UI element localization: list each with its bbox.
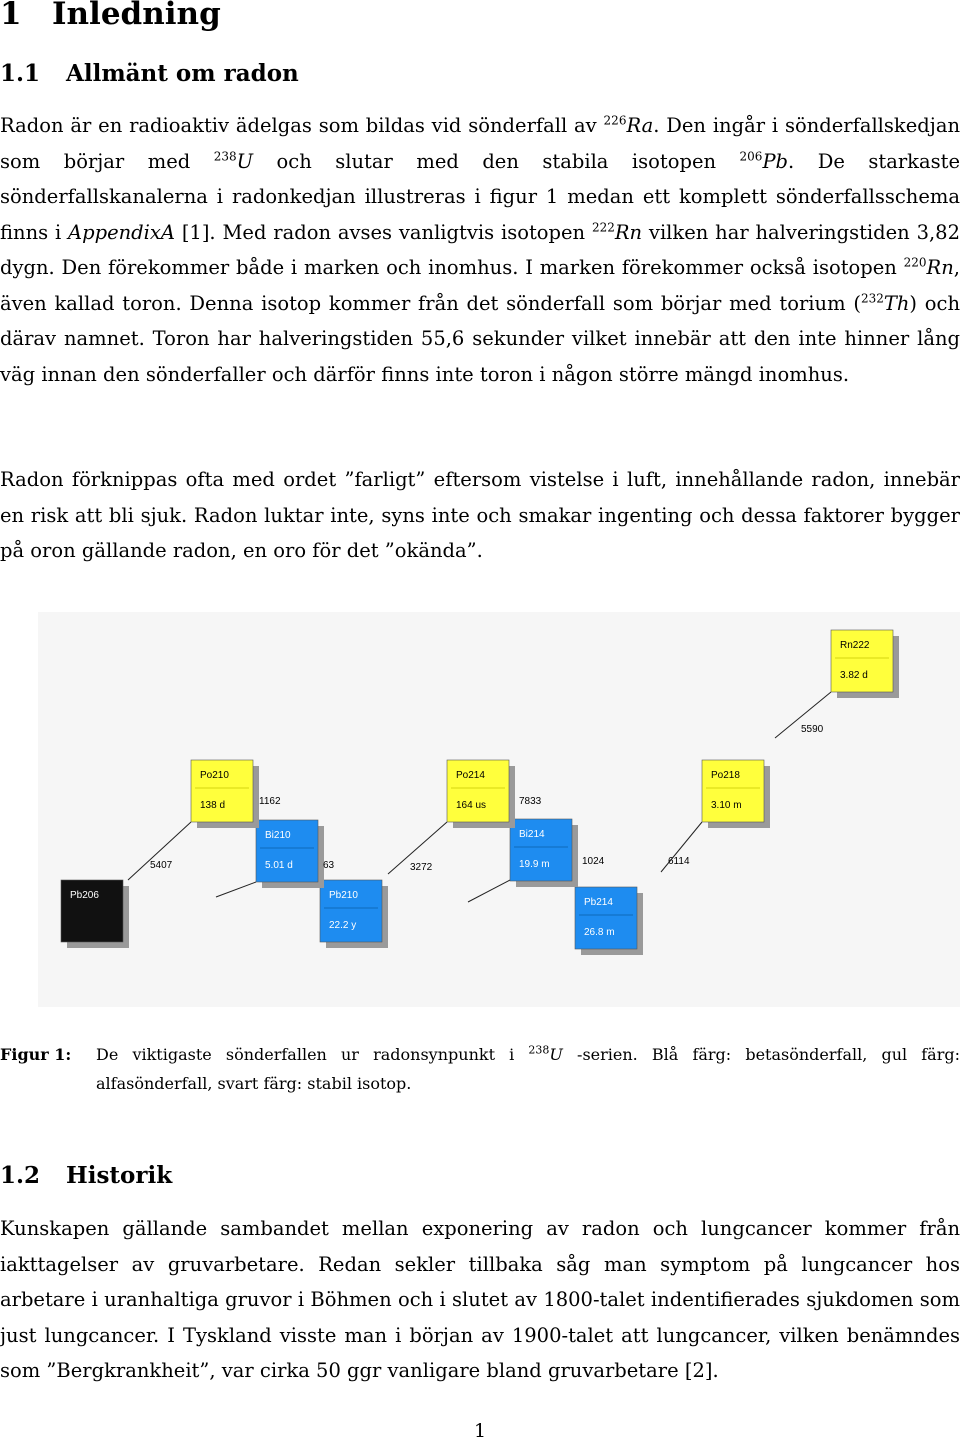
section-heading: 1 Inledning	[0, 0, 221, 32]
caption-label: Figur 1:	[0, 1045, 72, 1064]
half-life: 3.10 m	[711, 800, 742, 811]
nuclide-name: Po218	[711, 770, 740, 781]
nuclide-box	[574, 886, 638, 950]
decay-energy-label: 3272	[410, 862, 433, 873]
decay-energy-label: 6114	[668, 856, 690, 867]
page-number: 1	[473, 1420, 487, 1442]
subsection-heading-allmant: 1.1 Allmänt om radon	[0, 60, 299, 87]
text-run: ) och därav namnet. Toron har halverings…	[0, 291, 960, 386]
half-life: 164 us	[456, 800, 486, 811]
mass-number: 206	[739, 149, 763, 163]
mass-number: 238	[528, 1043, 550, 1057]
text-run: Radon är en radioaktiv ädelgas som bilda…	[0, 114, 604, 137]
nuclide-name: Bi214	[519, 829, 545, 840]
caption-text: De viktigaste sönderfallen ur radonsynpu…	[96, 1040, 960, 1098]
nuclide-pb214: Pb214 26.8 m	[574, 886, 643, 955]
nuclide-name: Pb214	[584, 897, 613, 908]
decay-link	[467, 879, 511, 903]
nuclide-box	[830, 629, 894, 693]
element-symbol: U	[549, 1045, 563, 1064]
element-symbol: Rn	[614, 220, 643, 244]
text-run: De viktigaste sönderfallen ur radonsynpu…	[96, 1045, 529, 1064]
decay-energy-label: 63	[323, 860, 335, 871]
text-run: . Den ingår i sönderfallskedjan som börj…	[0, 114, 960, 173]
decay-chain-figure: Rn222 3.82 d Po218 3.10 m Pb214 26.8 m Bi214 19…	[38, 612, 960, 1007]
nuclide-name: Pb206	[70, 890, 99, 901]
decay-link	[660, 821, 703, 873]
element-symbol: Ra	[626, 114, 654, 137]
section-title: Inledning	[52, 0, 221, 32]
nuclide-rn222: Rn222 3.82 d	[830, 629, 899, 698]
nuclide-pb210: Pb210 22.2 y	[319, 879, 388, 948]
nuclide-box	[509, 818, 573, 882]
subsection-heading-historik: 1.2 Historik	[0, 1162, 172, 1189]
nuclide-name: Bi210	[265, 830, 291, 841]
half-life: 138 d	[200, 800, 225, 811]
nuclide-name: Po214	[456, 770, 485, 781]
nuclide-box	[60, 879, 124, 943]
paragraph-radon-intro: Radon är en radioaktiv ädelgas som bilda…	[0, 108, 960, 392]
nuclide-box	[190, 759, 254, 823]
decay-chain-diagram: Rn222 3.82 d Po218 3.10 m Pb214 26.8 m Bi214 19…	[60, 629, 899, 955]
nuclide-box	[701, 759, 765, 823]
mass-number: 220	[903, 255, 927, 270]
nuclide-name: Rn222	[840, 640, 870, 651]
subsection-title: Allmänt om radon	[66, 60, 299, 87]
text-run: , även kallad toron. Denna isotop kommer…	[0, 256, 960, 315]
element-symbol: U	[236, 149, 254, 173]
subsection-number: 1.2	[0, 1162, 41, 1189]
half-life: 5.01 d	[265, 860, 293, 871]
decay-energy-label: 7833	[519, 796, 542, 807]
element-symbol: Pb	[762, 149, 789, 173]
mass-number: 238	[213, 149, 237, 163]
decay-energy-label: 1024	[582, 856, 605, 867]
half-life: 22.2 y	[329, 920, 356, 931]
decay-link	[774, 691, 832, 739]
paragraph-historik: Kunskapen gällande sambandet mellan expo…	[0, 1217, 960, 1382]
half-life: 19.9 m	[519, 859, 550, 870]
nuclide-pb206: Pb206	[60, 879, 129, 948]
nuclide-box	[446, 759, 510, 823]
text-run: . De starkaste sönderfallskanalerna i ra…	[0, 149, 960, 244]
subsection-title: Historik	[66, 1162, 173, 1189]
half-life: 3.82 d	[840, 670, 868, 681]
nuclide-po210: Po210 138 d	[190, 759, 259, 828]
paragraph-radon-risk: Radon förknippas ofta med ordet ”farligt…	[0, 468, 960, 562]
nuclide-name: Po210	[200, 770, 229, 781]
appendix-ref: AppendixA	[68, 220, 175, 244]
decay-energy-label: 5590	[801, 724, 824, 735]
nuclide-box	[319, 879, 383, 943]
nuclide-box	[255, 819, 319, 883]
figure-caption: Figur 1: De viktigaste sönderfallen ur r…	[0, 1040, 960, 1098]
decay-energy-label: 5407	[150, 860, 173, 871]
nuclide-po214: Po214 164 us	[446, 759, 515, 828]
element-symbol: Th	[883, 291, 910, 315]
subsection-number: 1.1	[0, 60, 41, 87]
nuclide-bi210: Bi210 5.01 d	[255, 819, 324, 888]
section-number: 1	[0, 0, 22, 32]
decay-link	[127, 821, 192, 881]
text-run: -serien. Blå färg: betasönderfall, gul f…	[96, 1045, 960, 1093]
text-run: [1]. Med radon avses vanligtvis isotopen	[174, 220, 592, 244]
half-life: 26.8 m	[584, 927, 615, 938]
nuclide-po218: Po218 3.10 m	[701, 759, 770, 828]
mass-number: 222	[591, 220, 615, 234]
mass-number: 232	[860, 291, 884, 305]
element-symbol: Rn	[926, 256, 954, 279]
text-run: vilken har halveringstiden 3,82 dygn. De…	[0, 220, 960, 280]
decay-energy-label: 1162	[259, 796, 281, 807]
nuclide-name: Pb210	[329, 890, 358, 901]
decay-link	[215, 881, 257, 898]
text-run: och slutar med den stabila isotopen	[253, 149, 740, 173]
nuclide-bi214: Bi214 19.9 m	[509, 818, 578, 887]
mass-number: 226	[603, 113, 627, 128]
decay-link	[387, 821, 448, 875]
